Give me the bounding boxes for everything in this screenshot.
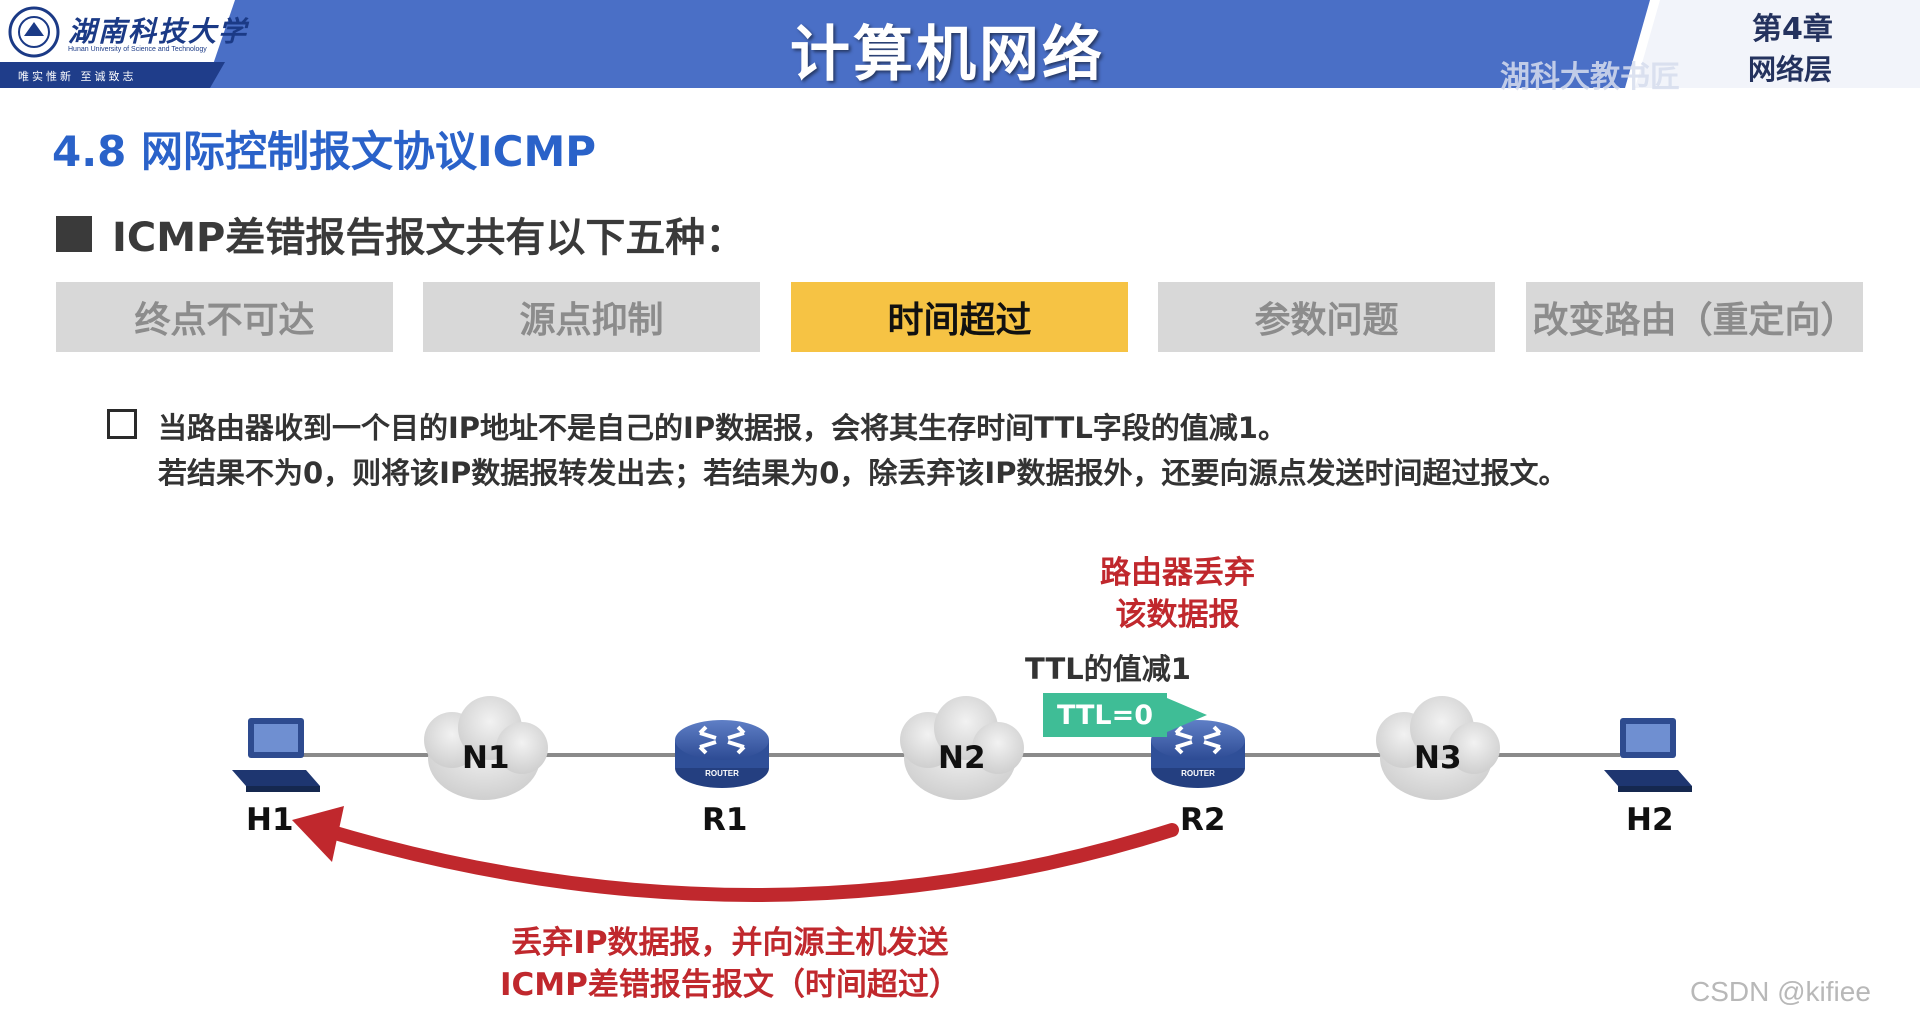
- ttl-packet-box: TTL=0: [1043, 693, 1167, 737]
- tab-destination-unreachable[interactable]: 终点不可达: [56, 282, 393, 352]
- chapter-number: 第4章: [1752, 12, 1833, 47]
- return-arrow-path: [318, 823, 1179, 902]
- drop-note-line-2: 该数据报: [1115, 597, 1240, 633]
- drop-note-line-1: 路由器丢弃: [1100, 555, 1255, 591]
- router-r1-icon: ROUTER: [675, 720, 769, 788]
- square-bullet-icon: [56, 216, 92, 252]
- host-label-h2: H2: [1626, 802, 1674, 838]
- university-name: 湖南科技大学: [68, 15, 249, 48]
- return-arrowhead-icon: [292, 806, 344, 862]
- ttl-arrow-icon: [1167, 698, 1207, 732]
- ttl-decrement-note: TTL的值减1: [1025, 652, 1191, 686]
- university-motto: 唯实惟新 至诚致志: [18, 70, 137, 83]
- bottom-note: 丢弃IP数据报，并向源主机发送 ICMP差错报告报文（时间超过）: [500, 922, 960, 1006]
- svg-text:ROUTER: ROUTER: [1181, 769, 1215, 778]
- network-diagram: ROUTER ROUTER 路由器丢弃 该数据报 TTL的值减1: [0, 540, 1920, 1025]
- watermark-text: 湖科大教书匠: [1500, 60, 1680, 95]
- tab-parameter-problem[interactable]: 参数问题: [1158, 282, 1495, 352]
- diagram-graphics: ROUTER ROUTER: [232, 696, 1692, 902]
- csdn-credit: CSDN @kifiee: [1690, 976, 1871, 1007]
- sub-heading: ICMP差错报告报文共有以下五种：: [56, 205, 745, 263]
- router-label-r1: R1: [702, 802, 748, 838]
- sub-heading-text: ICMP差错报告报文共有以下五种：: [112, 215, 746, 261]
- drop-note: 路由器丢弃 该数据报: [1100, 552, 1255, 636]
- university-name-english: Hunan University of Science and Technolo…: [68, 46, 207, 53]
- course-title: 计算机网络: [790, 20, 1105, 90]
- tab-time-exceeded[interactable]: 时间超过: [791, 282, 1128, 352]
- cloud-n1-icon: [424, 696, 548, 800]
- description-line-1: 当路由器收到一个目的IP地址不是自己的IP数据报，会将其生存时间TTL字段的值减…: [158, 411, 1287, 445]
- description-line-2: 若结果不为0，则将该IP数据报转发出去；若结果为0，除丢弃该IP数据报外，还要向…: [158, 456, 1568, 490]
- svg-text:ROUTER: ROUTER: [705, 769, 739, 778]
- tab-redirect[interactable]: 改变路由（重定向）: [1526, 282, 1863, 352]
- slide-header: 湖南科技大学 Hunan University of Science and T…: [0, 0, 1920, 95]
- tab-source-quench[interactable]: 源点抑制: [423, 282, 760, 352]
- network-label-n2: N2: [938, 740, 986, 776]
- cloud-n3-icon: [1376, 696, 1500, 800]
- bottom-note-line-2: ICMP差错报告报文（时间超过）: [500, 967, 960, 1003]
- host-h1-icon: [232, 718, 320, 792]
- checkbox-bullet-icon: [107, 409, 137, 439]
- host-label-h1: H1: [246, 802, 294, 838]
- header-background: [0, 0, 1920, 88]
- university-logo-icon: [8, 6, 60, 58]
- bottom-note-line-1: 丢弃IP数据报，并向源主机发送: [511, 925, 949, 961]
- cloud-n2-icon: [900, 696, 1024, 800]
- chapter-name: 网络层: [1748, 53, 1833, 86]
- host-h2-icon: [1604, 718, 1692, 792]
- network-label-n1: N1: [462, 740, 510, 776]
- network-label-n3: N3: [1414, 740, 1462, 776]
- section-title: 4.8 网际控制报文协议ICMP: [52, 127, 597, 176]
- router-label-r2: R2: [1180, 802, 1226, 838]
